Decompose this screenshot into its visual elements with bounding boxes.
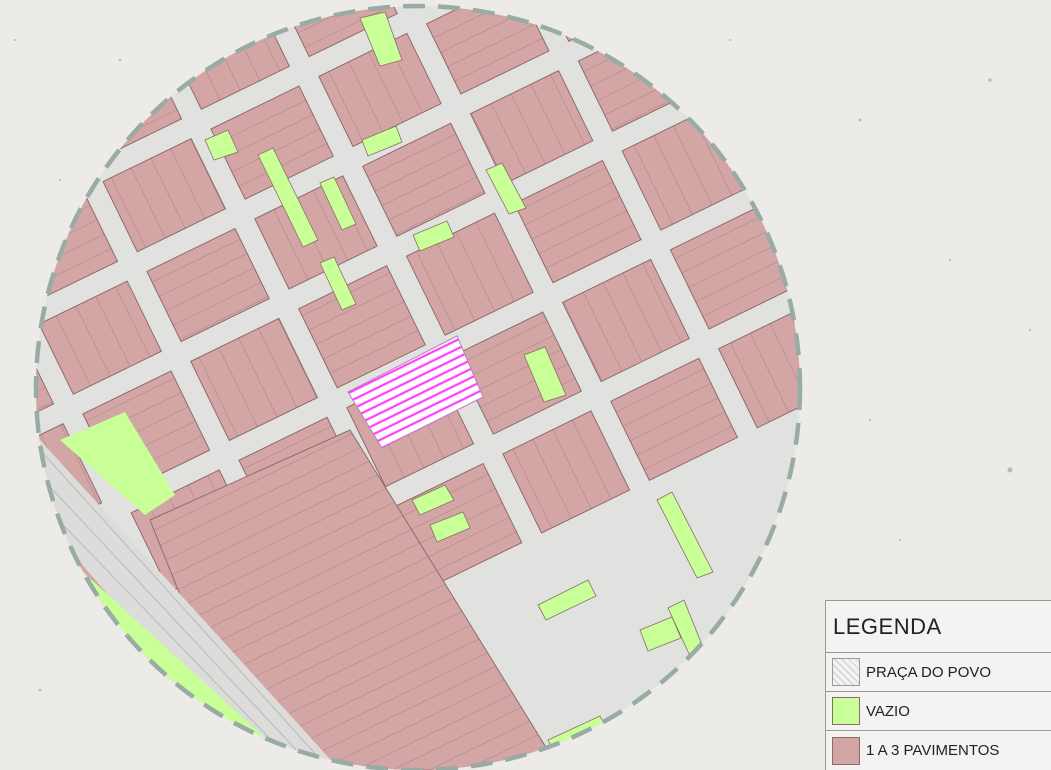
city-block bbox=[383, 0, 505, 4]
city-block bbox=[36, 673, 91, 770]
legend-item-vacant: VAZIO bbox=[826, 692, 1051, 731]
city-block bbox=[38, 280, 163, 395]
hatch-swatch-icon bbox=[832, 658, 860, 686]
city-block bbox=[610, 357, 739, 482]
city-block bbox=[502, 410, 631, 534]
city-block bbox=[146, 227, 270, 343]
vacant-swatch-icon bbox=[832, 697, 860, 725]
city-block bbox=[210, 85, 334, 200]
vacant-lot-west bbox=[60, 412, 175, 515]
city-block bbox=[0, 0, 30, 125]
legend: LEGENDA PRAÇA DO POVO VAZIO 1 A 3 PAVIME… bbox=[825, 600, 1051, 770]
city-block bbox=[190, 317, 319, 442]
city-block bbox=[113, 6, 247, 21]
legend-item-plaza: PRAÇA DO POVO bbox=[826, 653, 1051, 692]
city-block bbox=[361, 122, 486, 238]
city-block bbox=[513, 159, 642, 284]
city-block bbox=[36, 574, 43, 698]
city-block bbox=[36, 100, 75, 216]
vacant-lots bbox=[204, 11, 714, 761]
city-block bbox=[0, 244, 10, 357]
legend-item-buildings: 1 A 3 PAVIMENTOS bbox=[826, 731, 1051, 770]
city-block bbox=[36, 333, 55, 448]
city-block bbox=[454, 311, 583, 435]
legend-label: VAZIO bbox=[866, 702, 910, 720]
legend-label: PRAÇA DO POVO bbox=[866, 663, 992, 681]
city-block bbox=[297, 265, 426, 389]
city-block bbox=[717, 305, 800, 429]
building-swatch-icon bbox=[832, 736, 860, 765]
legend-title: LEGENDA bbox=[826, 601, 1051, 653]
city-block bbox=[36, 6, 139, 73]
legend-label: 1 A 3 PAVIMENTOS bbox=[866, 742, 1000, 759]
city-block bbox=[102, 137, 227, 253]
focus-circle-outline bbox=[33, 3, 803, 770]
city-block bbox=[561, 258, 690, 383]
praca-do-povo-plaza bbox=[347, 335, 484, 449]
city-block bbox=[469, 70, 594, 185]
